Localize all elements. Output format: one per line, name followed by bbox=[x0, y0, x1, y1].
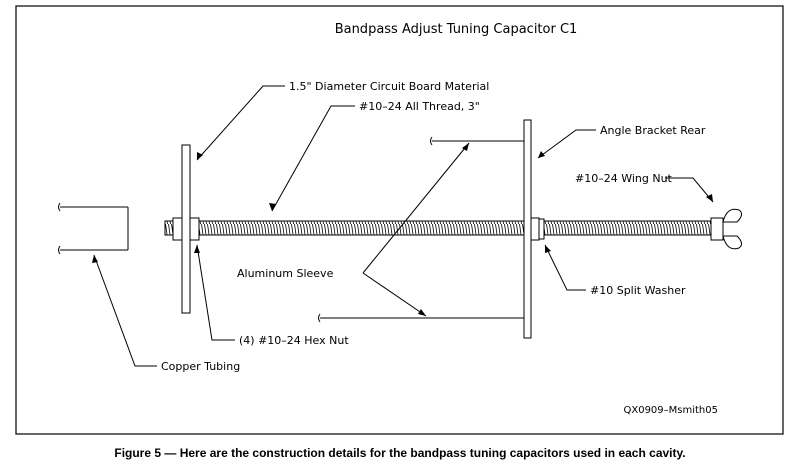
diagram-title: Bandpass Adjust Tuning Capacitor C1 bbox=[335, 22, 578, 37]
split-washer bbox=[538, 218, 545, 240]
angle-bracket-rear bbox=[523, 119, 532, 339]
label-aluminum-sleeve: Aluminum Sleeve bbox=[237, 267, 334, 280]
all-thread-rod bbox=[164, 220, 722, 236]
hex-nut-left-1 bbox=[172, 217, 183, 241]
label-circuit-board: 1.5" Diameter Circuit Board Material bbox=[289, 80, 489, 93]
circuit-board-disc bbox=[181, 144, 191, 314]
label-wing-nut: #10–24 Wing Nut bbox=[575, 172, 673, 185]
copper-tubing bbox=[58, 202, 129, 255]
leader-lines bbox=[92, 85, 714, 367]
drawing-code: QX0909–Msmith05 bbox=[623, 405, 718, 416]
hex-nut-right bbox=[530, 217, 540, 241]
diagram-frame bbox=[15, 5, 784, 435]
hex-nut-left-2 bbox=[189, 217, 200, 241]
label-copper-tubing: Copper Tubing bbox=[161, 360, 240, 373]
aluminum-sleeve bbox=[318, 136, 524, 323]
label-all-thread: #10–24 All Thread, 3" bbox=[359, 100, 480, 113]
label-angle-bracket: Angle Bracket Rear bbox=[600, 124, 706, 137]
label-split-washer: #10 Split Washer bbox=[590, 284, 686, 297]
label-hex-nut: (4) #10–24 Hex Nut bbox=[239, 334, 349, 347]
figure-caption: Figure 5 — Here are the construction det… bbox=[114, 446, 686, 460]
wing-nut bbox=[710, 208, 743, 250]
